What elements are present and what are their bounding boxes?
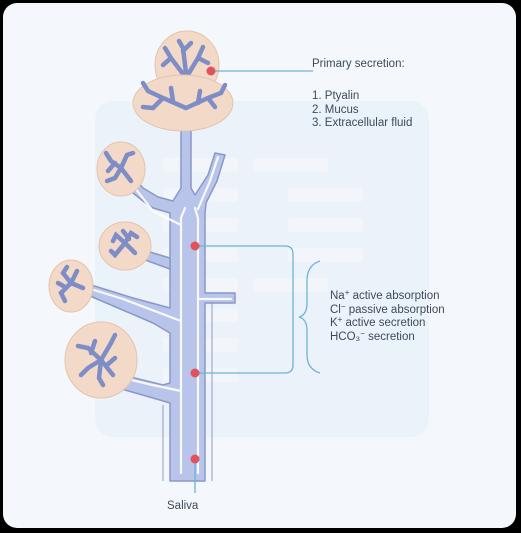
list-item: 3. Extracellular fluid bbox=[312, 117, 413, 129]
primary-secretion-heading: Primary secretion: bbox=[312, 58, 405, 70]
marker-primary-secretion bbox=[206, 66, 216, 76]
duct-wall-lines bbox=[79, 155, 233, 475]
ion-row-chloride: Cl− passive absorption bbox=[330, 301, 445, 316]
ion-row-potassium: K+ active secretion bbox=[330, 315, 426, 330]
acinus-bottom-left bbox=[64, 321, 138, 399]
salivary-gland-diagram bbox=[48, 30, 429, 493]
acinus-left-middle bbox=[98, 221, 152, 271]
ion-row-bicarbonate: HCO₃− secretion bbox=[330, 328, 415, 343]
diagram-panel: Primary secretion: 1. Ptyalin 2. Mucus 3… bbox=[3, 3, 516, 528]
leader-lines bbox=[194, 70, 321, 493]
saliva-label: Saliva bbox=[167, 500, 199, 512]
duct-transport-list: Na+ active absorption Cl− passive absorp… bbox=[330, 289, 445, 343]
list-item: 2. Mucus bbox=[312, 103, 359, 116]
markers bbox=[190, 66, 216, 464]
duct-outer-lines bbox=[162, 303, 213, 481]
primary-secretion-list: 1. Ptyalin 2. Mucus 3. Extracellular flu… bbox=[312, 89, 412, 130]
acinus-top-lower bbox=[132, 74, 234, 132]
marker-duct-upper bbox=[190, 241, 200, 251]
marker-saliva bbox=[190, 454, 200, 464]
list-item: 1. Ptyalin bbox=[312, 90, 360, 102]
ion-row-sodium: Na+ active absorption bbox=[330, 288, 440, 303]
acinus-left-upper bbox=[96, 141, 146, 197]
marker-duct-lower bbox=[190, 368, 200, 378]
acinus-left-lower bbox=[48, 259, 94, 313]
